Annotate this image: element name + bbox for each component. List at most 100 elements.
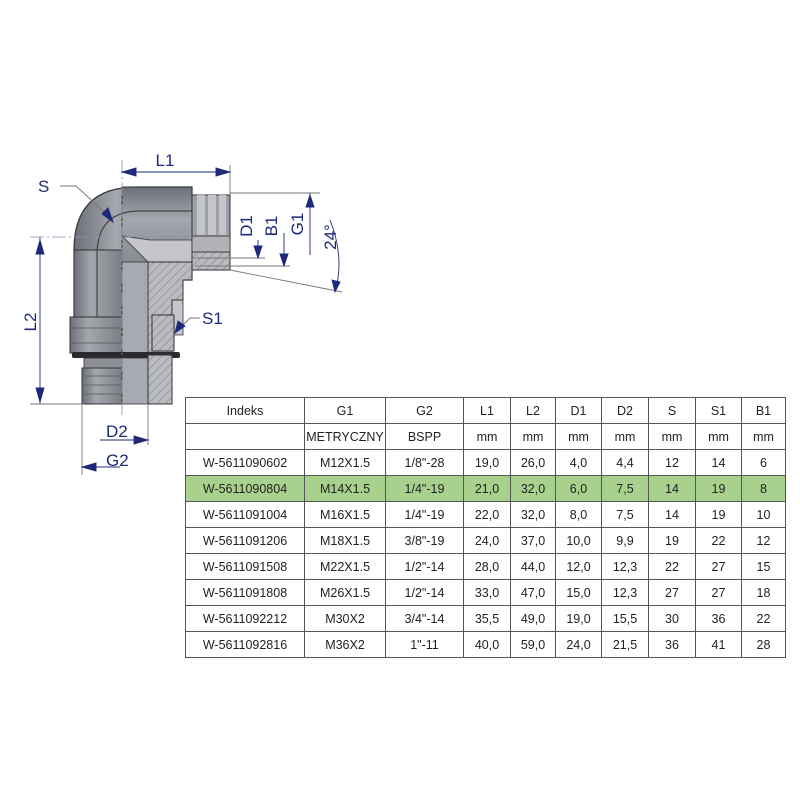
cell-d1: 12,0 bbox=[555, 553, 602, 580]
cell-b1: 12 bbox=[741, 527, 786, 554]
g2-thread bbox=[81, 354, 173, 405]
cell-b1: 22 bbox=[741, 605, 786, 632]
table-row: W-5611092212 M30X2 3/4"-14 35,5 49,0 19,… bbox=[185, 605, 786, 632]
header-s1: S1 bbox=[695, 397, 742, 424]
table-row: W-5611091004 M16X1.5 1/4"-19 22,0 32,0 8… bbox=[185, 501, 786, 528]
cell-s1: 41 bbox=[695, 631, 742, 658]
cell-g1: M36X2 bbox=[304, 631, 386, 658]
cell-l1: 40,0 bbox=[463, 631, 511, 658]
cell-indeks: W-5611091206 bbox=[185, 527, 305, 554]
cell-l2: 26,0 bbox=[510, 449, 556, 476]
table-row: W-5611091508 M22X1.5 1/2"-14 28,0 44,0 1… bbox=[185, 553, 786, 580]
g1-thread bbox=[191, 194, 231, 253]
unit-cell: BSPP bbox=[385, 423, 464, 450]
units-row: METRYCZNY BSPP mm mm mm mm mm mm mm bbox=[185, 423, 786, 450]
cell-s: 14 bbox=[648, 475, 696, 502]
cell-b1: 6 bbox=[741, 449, 786, 476]
cell-d2: 7,5 bbox=[601, 501, 649, 528]
cell-b1: 28 bbox=[741, 631, 786, 658]
cell-d1: 19,0 bbox=[555, 605, 602, 632]
cell-l1: 21,0 bbox=[463, 475, 511, 502]
unit-cell bbox=[185, 423, 305, 450]
cell-g2: 1/8"-28 bbox=[385, 449, 464, 476]
cell-s: 27 bbox=[648, 579, 696, 606]
cell-indeks: W-5611092816 bbox=[185, 631, 305, 658]
table-row: W-5611090602 M12X1.5 1/8"-28 19,0 26,0 4… bbox=[185, 449, 786, 476]
header-row: Indeks G1 G2 L1 L2 D1 D2 S S1 B1 bbox=[185, 397, 786, 424]
cell-s: 14 bbox=[648, 501, 696, 528]
cell-s1: 14 bbox=[695, 449, 742, 476]
cell-g1: M22X1.5 bbox=[304, 553, 386, 580]
header-s: S bbox=[648, 397, 696, 424]
cell-g1: M16X1.5 bbox=[304, 501, 386, 528]
cell-s1: 27 bbox=[695, 553, 742, 580]
table-row-highlighted: W-5611090804 M14X1.5 1/4"-19 21,0 32,0 6… bbox=[185, 475, 786, 502]
header-d1: D1 bbox=[555, 397, 602, 424]
unit-cell: mm bbox=[741, 423, 786, 450]
cell-d1: 10,0 bbox=[555, 527, 602, 554]
cell-indeks: W-5611090804 bbox=[185, 475, 305, 502]
label-g2: G2 bbox=[106, 451, 129, 470]
unit-cell: METRYCZNY bbox=[304, 423, 386, 450]
cell-s1: 36 bbox=[695, 605, 742, 632]
header-g2: G2 bbox=[385, 397, 464, 424]
cell-g1: M12X1.5 bbox=[304, 449, 386, 476]
table-row: W-5611091206 M18X1.5 3/8"-19 24,0 37,0 1… bbox=[185, 527, 786, 554]
table-row: W-5611092816 M36X2 1"-11 40,0 59,0 24,0 … bbox=[185, 631, 786, 658]
cell-g2: 1/4"-19 bbox=[385, 475, 464, 502]
cell-g1: M14X1.5 bbox=[304, 475, 386, 502]
cell-indeks: W-5611091004 bbox=[185, 501, 305, 528]
cell-l1: 24,0 bbox=[463, 527, 511, 554]
header-indeks: Indeks bbox=[185, 397, 305, 424]
cell-d2: 7,5 bbox=[601, 475, 649, 502]
cell-g1: M30X2 bbox=[304, 605, 386, 632]
cell-g2: 1/4"-19 bbox=[385, 501, 464, 528]
unit-cell: mm bbox=[555, 423, 602, 450]
cell-l2: 44,0 bbox=[510, 553, 556, 580]
cell-s: 12 bbox=[648, 449, 696, 476]
unit-cell: mm bbox=[510, 423, 556, 450]
cell-s: 22 bbox=[648, 553, 696, 580]
cell-l1: 28,0 bbox=[463, 553, 511, 580]
label-b1: B1 bbox=[262, 216, 281, 237]
cell-b1: 18 bbox=[741, 579, 786, 606]
cell-d2: 12,3 bbox=[601, 579, 649, 606]
header-l2: L2 bbox=[510, 397, 556, 424]
cell-g2: 1/2"-14 bbox=[385, 553, 464, 580]
cell-s: 36 bbox=[648, 631, 696, 658]
unit-cell: mm bbox=[463, 423, 511, 450]
cell-s: 19 bbox=[648, 527, 696, 554]
cell-b1: 10 bbox=[741, 501, 786, 528]
label-l1: L1 bbox=[156, 151, 175, 170]
cell-g1: M18X1.5 bbox=[304, 527, 386, 554]
label-angle: 24° bbox=[321, 224, 340, 250]
cell-d1: 15,0 bbox=[555, 579, 602, 606]
cell-g2: 1/2"-14 bbox=[385, 579, 464, 606]
cell-g2: 1"-11 bbox=[385, 631, 464, 658]
cell-b1: 15 bbox=[741, 553, 786, 580]
cell-d2: 15,5 bbox=[601, 605, 649, 632]
label-d1: D1 bbox=[237, 215, 256, 237]
cell-s1: 22 bbox=[695, 527, 742, 554]
label-d2: D2 bbox=[106, 422, 128, 441]
label-l2: L2 bbox=[21, 313, 40, 332]
cell-l2: 59,0 bbox=[510, 631, 556, 658]
label-s: S bbox=[38, 177, 49, 196]
cell-b1: 8 bbox=[741, 475, 786, 502]
cell-s1: 19 bbox=[695, 501, 742, 528]
cell-indeks: W-5611090602 bbox=[185, 449, 305, 476]
header-l1: L1 bbox=[463, 397, 511, 424]
cell-l2: 37,0 bbox=[510, 527, 556, 554]
cell-l2: 47,0 bbox=[510, 579, 556, 606]
cell-indeks: W-5611091808 bbox=[185, 579, 305, 606]
cell-g1: M26X1.5 bbox=[304, 579, 386, 606]
cell-d1: 6,0 bbox=[555, 475, 602, 502]
unit-cell: mm bbox=[695, 423, 742, 450]
cell-indeks: W-5611092212 bbox=[185, 605, 305, 632]
cell-d2: 21,5 bbox=[601, 631, 649, 658]
cell-g2: 3/4"-14 bbox=[385, 605, 464, 632]
cell-l2: 32,0 bbox=[510, 501, 556, 528]
header-b1: B1 bbox=[741, 397, 786, 424]
spec-table: Indeks G1 G2 L1 L2 D1 D2 S S1 B1 METRYCZ… bbox=[185, 397, 786, 658]
